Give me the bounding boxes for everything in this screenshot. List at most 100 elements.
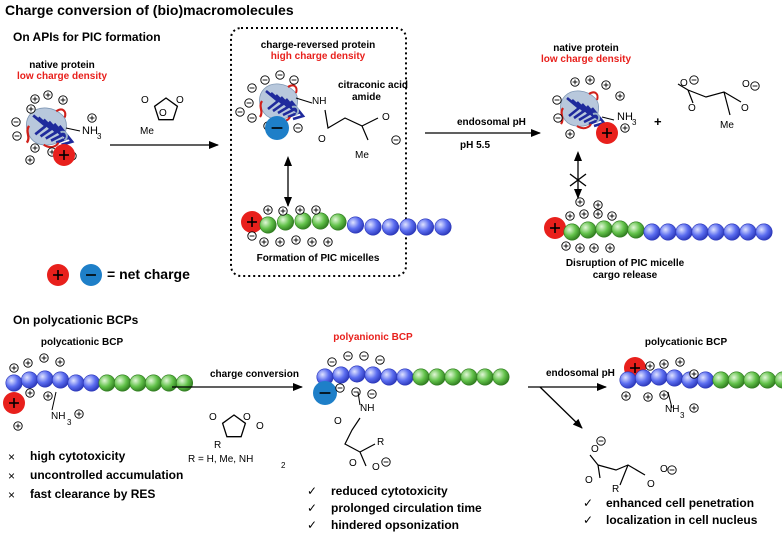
bond <box>667 391 673 409</box>
net-positive-charge <box>544 217 566 239</box>
plus-charge-marker <box>30 143 40 153</box>
plus-charge-marker <box>615 91 625 101</box>
net-negative-charge <box>313 381 337 405</box>
green-bead <box>579 221 597 239</box>
green-bead <box>412 368 430 386</box>
plus-charge-marker <box>645 361 655 371</box>
minus-charge-marker <box>750 81 760 91</box>
subscript: 3 <box>97 132 102 141</box>
minus-charge-marker <box>275 70 285 80</box>
plus-charge-marker <box>259 237 269 247</box>
minus-charge-marker <box>553 113 563 123</box>
net-charge-legend: = net charge <box>107 266 190 282</box>
blue-bead <box>20 371 38 389</box>
green-bead <box>712 371 730 389</box>
green-bead <box>145 374 163 392</box>
citraconate-skeleton <box>589 454 646 486</box>
plus-charge-marker <box>689 403 699 413</box>
blocked-cross <box>569 173 587 187</box>
plus-charge-marker <box>565 211 575 221</box>
oxygen-label: O <box>141 95 149 106</box>
minus-charge-marker <box>247 83 257 93</box>
minus-charge-marker <box>247 113 257 123</box>
plus-charge-marker <box>575 243 585 253</box>
blue-bead <box>755 223 773 241</box>
blue-bead <box>67 374 85 392</box>
protein-structure <box>259 83 306 123</box>
plus-charge-marker <box>605 243 615 253</box>
green-bead <box>627 221 645 239</box>
native-protein-density: low charge density <box>16 71 108 82</box>
minus-charge-marker <box>375 355 385 365</box>
green-bead <box>460 368 478 386</box>
plus-charge-marker <box>25 155 35 165</box>
blue-bead <box>691 223 709 241</box>
oxygen-label: O <box>741 103 749 114</box>
blue-bead <box>332 366 350 384</box>
green-bead <box>311 212 329 230</box>
minus-charge-marker <box>235 107 245 117</box>
green-bead <box>176 374 194 392</box>
green-bead <box>294 212 312 230</box>
blue-bead <box>696 371 714 389</box>
pro-item: enhanced cell penetration <box>606 496 755 510</box>
plus-charge-marker <box>565 129 575 139</box>
plus-charge-marker <box>643 392 653 402</box>
cross-mark-icon: × <box>8 450 16 464</box>
minus-charge-marker <box>667 465 677 475</box>
bond <box>51 391 57 411</box>
nh3-label: NH <box>82 125 98 137</box>
bond <box>601 116 615 121</box>
oxygen-label: O <box>334 416 342 427</box>
plus-charge-marker <box>39 353 49 363</box>
plus-charge-marker <box>585 75 595 85</box>
oxygen-label: O <box>349 458 357 469</box>
oxygen-label: O <box>372 462 380 473</box>
arrow-label-ph: pH 5.5 <box>460 140 491 151</box>
plus-charge-marker <box>659 390 669 400</box>
bond <box>295 97 313 104</box>
plus-charge-marker <box>689 369 699 379</box>
pro-item: prolonged circulation time <box>331 501 482 515</box>
section1-heading: On APIs for PIC formation <box>13 30 161 44</box>
blue-bead <box>659 223 677 241</box>
disruption-caption: Disruption of PIC micelle <box>565 258 685 269</box>
blue-bead <box>416 218 434 236</box>
plus-charge-marker <box>601 80 611 90</box>
blue-bead <box>675 223 693 241</box>
minus-charge-marker <box>293 123 303 133</box>
r-label: R <box>214 440 222 451</box>
minus-charge-marker <box>335 383 345 393</box>
blue-bead <box>634 369 652 387</box>
pic-formation-box <box>230 27 407 277</box>
oxygen-label: O <box>688 103 696 114</box>
plus-sign: + <box>654 114 662 129</box>
blue-bead <box>5 374 23 392</box>
plus-charge-marker <box>561 241 571 251</box>
nh-label: NH <box>360 403 375 414</box>
blue-bead <box>348 365 366 383</box>
r-label: R <box>377 437 385 448</box>
oxygen-label: O <box>585 475 593 486</box>
plus-charge-marker <box>58 95 68 105</box>
net-positive-charge <box>53 144 75 166</box>
methyl-label: Me <box>720 120 734 131</box>
blue-bead <box>346 216 364 234</box>
plus-charge-marker <box>43 90 53 100</box>
cross-mark-icon: × <box>8 469 16 483</box>
polycationic-label: polycationic BCP <box>40 337 124 348</box>
pro-item: reduced cytotoxicity <box>331 484 448 498</box>
pro-item: hindered opsonization <box>331 518 459 532</box>
blue-bead <box>643 223 661 241</box>
plus-charge-marker <box>74 409 84 419</box>
minus-charge-marker <box>327 357 337 367</box>
nh3-label: NH <box>51 411 66 422</box>
plus-charge-marker <box>23 358 33 368</box>
blue-bead <box>83 374 101 392</box>
minus-charge-marker <box>11 117 21 127</box>
green-bead <box>476 368 494 386</box>
oxygen-label: O <box>243 412 251 423</box>
green-bead <box>444 368 462 386</box>
plus-charge-marker <box>295 205 305 215</box>
